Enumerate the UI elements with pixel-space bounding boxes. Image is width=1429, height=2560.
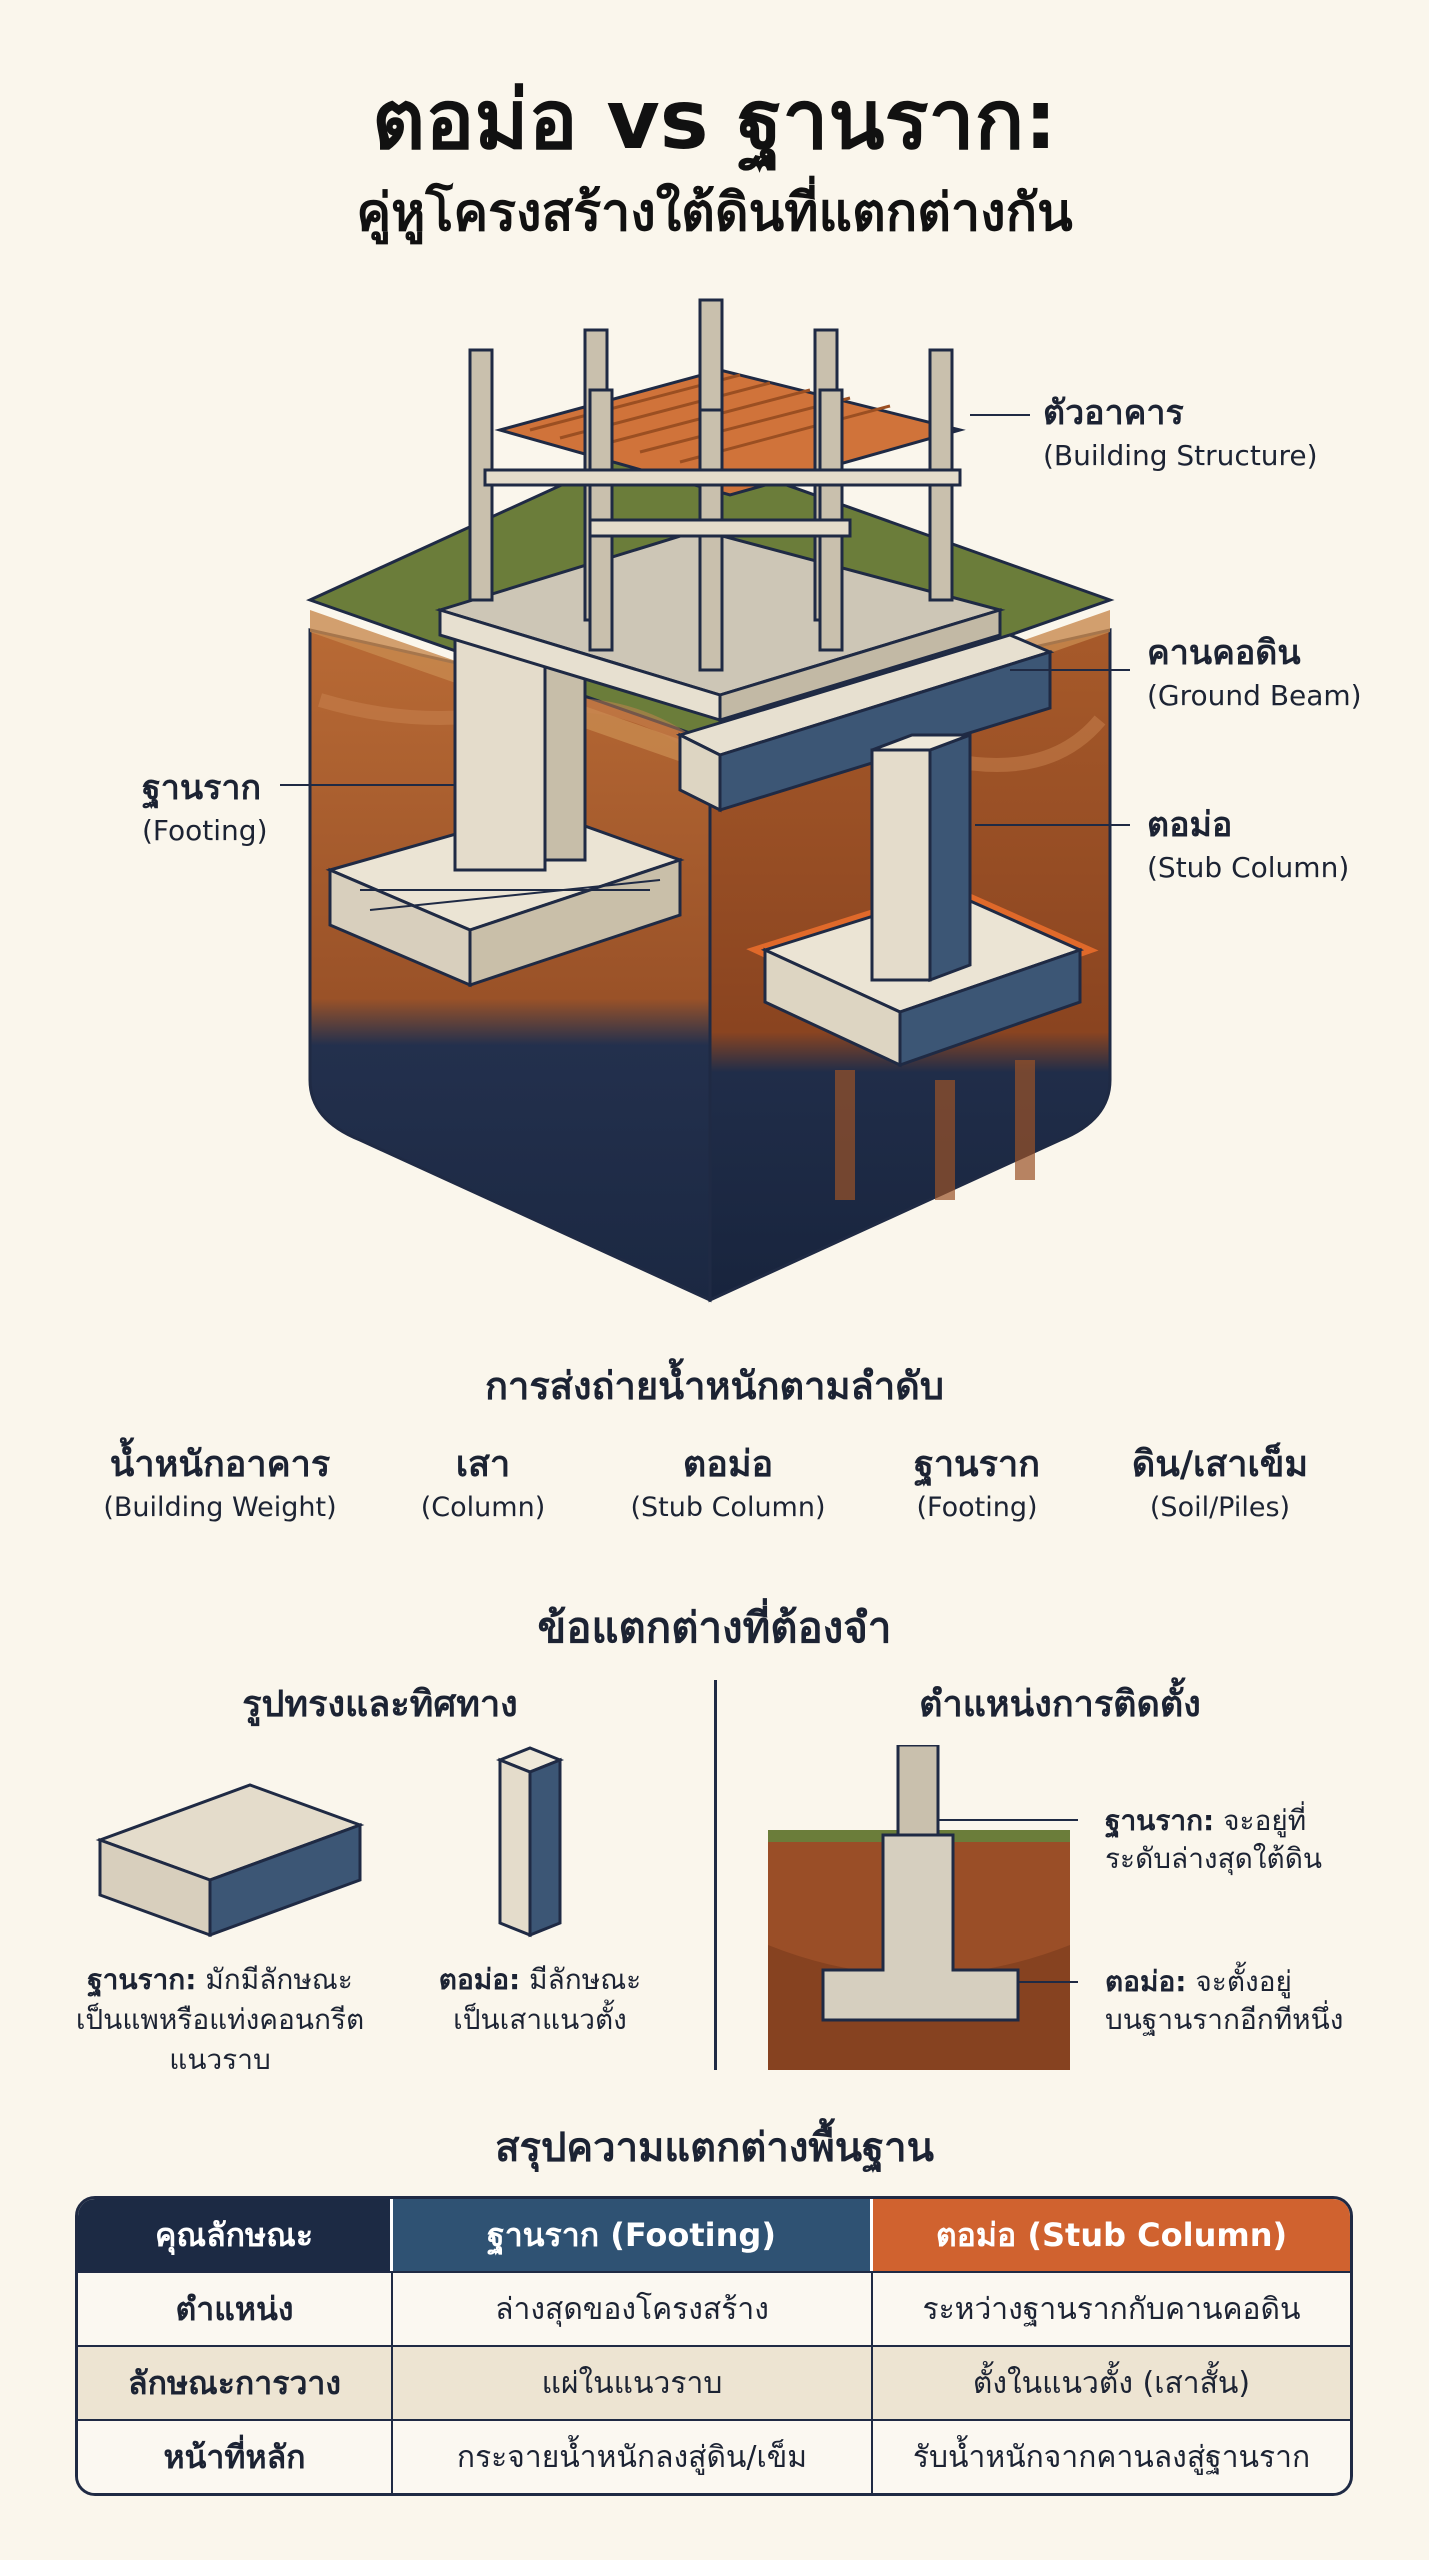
- summary-header-cell: ตอม่อ (Stub Column): [873, 2199, 1350, 2271]
- stub-column: [870, 732, 972, 983]
- position-illustration: [768, 1745, 1078, 2070]
- label-ground-beam-th: คานคอดิน: [1147, 633, 1301, 673]
- position-footing-term: ฐานราก:: [1105, 1804, 1215, 1837]
- summary-header-cell: คุณลักษณะ: [78, 2199, 393, 2271]
- shape-stub-line2: เป็นเสาแนวตั้ง: [453, 2003, 627, 2036]
- load-path-item-th: ฐานราก: [913, 1444, 1041, 1485]
- shape-stub-line1: มีลักษณะ: [529, 1963, 642, 1996]
- building-frame: [468, 298, 966, 672]
- load-path-title: การส่งถ่ายน้ำหนักตามลำดับ: [485, 1364, 944, 1408]
- foundation-illustration: [280, 298, 1130, 1303]
- shape-stub-desc: ตอม่อ: มีลักษณะ เป็นเสาแนวตั้ง: [410, 1960, 670, 2040]
- table-row: ตำแหน่ง ล่างสุดของโครงสร้าง ระหว่างฐานรา…: [78, 2271, 1350, 2345]
- summary-header-cell: ฐานราก (Footing): [393, 2199, 873, 2271]
- table-cell: ระหว่างฐานรากกับคานคอดิน: [873, 2271, 1350, 2345]
- position-footing-desc: ฐานราก: จะอยู่ที่ ระดับล่างสุดใต้ดิน: [1105, 1802, 1322, 1878]
- load-path-item-en: (Footing): [916, 1492, 1038, 1523]
- table-cell: ลักษณะการวาง: [78, 2345, 393, 2419]
- summary-title: สรุปความแตกต่างพื้นฐาน: [495, 2125, 934, 2171]
- label-ground-beam-en: (Ground Beam): [1147, 679, 1362, 712]
- label-footing: ฐานราก (Footing): [142, 760, 268, 847]
- position-footing: [821, 1833, 1020, 2022]
- section-divider: [714, 1680, 717, 2070]
- load-path-item-th: ตอม่อ: [682, 1444, 774, 1485]
- ground-beam: [675, 633, 1055, 813]
- load-path-item-th: น้ำหนักอาคาร: [109, 1444, 331, 1485]
- label-stub-column-th: ตอม่อ: [1147, 805, 1233, 845]
- load-path-row: น้ำหนักอาคาร (Building Weight) เสา (Colu…: [0, 1435, 1429, 1525]
- load-path-item-th: ดิน/เสาเข็ม: [1131, 1444, 1309, 1485]
- label-footing-th: ฐานราก: [142, 768, 262, 808]
- label-stub-column: ตอม่อ (Stub Column): [1147, 797, 1349, 884]
- callout-lines: [280, 414, 1130, 826]
- shape-footing-line2: เป็นแพหรือแท่งคอนกรีต: [75, 2003, 365, 2036]
- page-title: ตอม่อ vs ฐานราก:: [371, 73, 1058, 168]
- position-stub-term: ตอม่อ:: [1105, 1965, 1187, 1998]
- load-path-item-th: เสา: [455, 1444, 511, 1485]
- label-ground-beam: คานคอดิน (Ground Beam): [1147, 625, 1362, 712]
- load-path-item: น้ำหนักอาคาร (Building Weight): [90, 1435, 350, 1523]
- footing-slab-icon: [95, 1783, 365, 1938]
- stub-column-icon: [495, 1746, 565, 1938]
- position-title: ตำแหน่งการติดตั้ง: [919, 1684, 1201, 1725]
- shape-footing-desc: ฐานราก: มักมีลักษณะ เป็นแพหรือแท่งคอนกรี…: [60, 1960, 380, 2080]
- position-footing-line2: ระดับล่างสุดใต้ดิน: [1105, 1842, 1323, 1875]
- label-building: ตัวอาคาร (Building Structure): [1043, 385, 1318, 472]
- load-path-item: ตอม่อ (Stub Column): [598, 1435, 858, 1523]
- position-stub-line2: บนฐานรากอีกทีหนึ่ง: [1105, 2003, 1344, 2036]
- position-stub-column: [896, 1745, 940, 1837]
- label-building-th: ตัวอาคาร: [1043, 393, 1184, 433]
- shape-illustrations: [95, 1746, 565, 1938]
- label-stub-column-en: (Stub Column): [1147, 851, 1350, 884]
- shape-stub-term: ตอม่อ:: [438, 1963, 521, 1996]
- position-stub-line1: จะตั้งอยู่: [1195, 1965, 1292, 1998]
- summary-table: คุณลักษณะ ฐานราก (Footing) ตอม่อ (Stub C…: [75, 2196, 1353, 2496]
- table-row: หน้าที่หลัก กระจายน้ำหนักลงสู่ดิน/เข็ม ร…: [78, 2419, 1350, 2493]
- table-cell: กระจายน้ำหนักลงสู่ดิน/เข็ม: [393, 2419, 873, 2493]
- shape-footing-line3: แนวราบ: [169, 2043, 271, 2076]
- position-footing-line1: จะอยู่ที่: [1223, 1804, 1307, 1837]
- position-stub-desc: ตอม่อ: จะตั้งอยู่ บนฐานรากอีกทีหนึ่ง: [1105, 1963, 1343, 2039]
- table-cell: หน้าที่หลัก: [78, 2419, 393, 2493]
- load-path-item-en: (Column): [420, 1492, 546, 1523]
- table-cell: ตั้งในแนวตั้ง (เสาสั้น): [873, 2345, 1350, 2419]
- table-cell: แผ่ในแนวราบ: [393, 2345, 873, 2419]
- load-path-item-en: (Stub Column): [630, 1492, 826, 1523]
- table-row: ลักษณะการวาง แผ่ในแนวราบ ตั้งในแนวตั้ง (…: [78, 2345, 1350, 2419]
- label-building-en: (Building Structure): [1043, 439, 1318, 472]
- summary-header-row: คุณลักษณะ ฐานราก (Footing) ตอม่อ (Stub C…: [78, 2199, 1350, 2271]
- load-path-item: เสา (Column): [353, 1435, 613, 1523]
- load-path-item-en: (Building Weight): [103, 1492, 337, 1523]
- load-path-item: ฐานราก (Footing): [847, 1435, 1107, 1523]
- footing-left: [325, 623, 685, 988]
- shape-footing-line1: มักมีลักษณะ: [205, 1963, 353, 1996]
- load-path-item: ดิน/เสาเข็ม (Soil/Piles): [1090, 1435, 1350, 1523]
- page-subtitle: คู่หูโครงสร้างใต้ดินที่แตกต่างกัน: [356, 183, 1073, 243]
- table-cell: รับน้ำหนักจากคานลงสู่ฐานราก: [873, 2419, 1350, 2493]
- shape-title: รูปทรงและทิศทาง: [242, 1684, 518, 1725]
- shape-footing-term: ฐานราก:: [87, 1963, 197, 1996]
- differences-title: ข้อแตกต่างที่ต้องจำ: [537, 1603, 892, 1652]
- table-cell: ตำแหน่ง: [78, 2271, 393, 2345]
- table-cell: ล่างสุดของโครงสร้าง: [393, 2271, 873, 2345]
- load-path-item-en: (Soil/Piles): [1149, 1492, 1291, 1523]
- label-footing-en: (Footing): [142, 814, 268, 847]
